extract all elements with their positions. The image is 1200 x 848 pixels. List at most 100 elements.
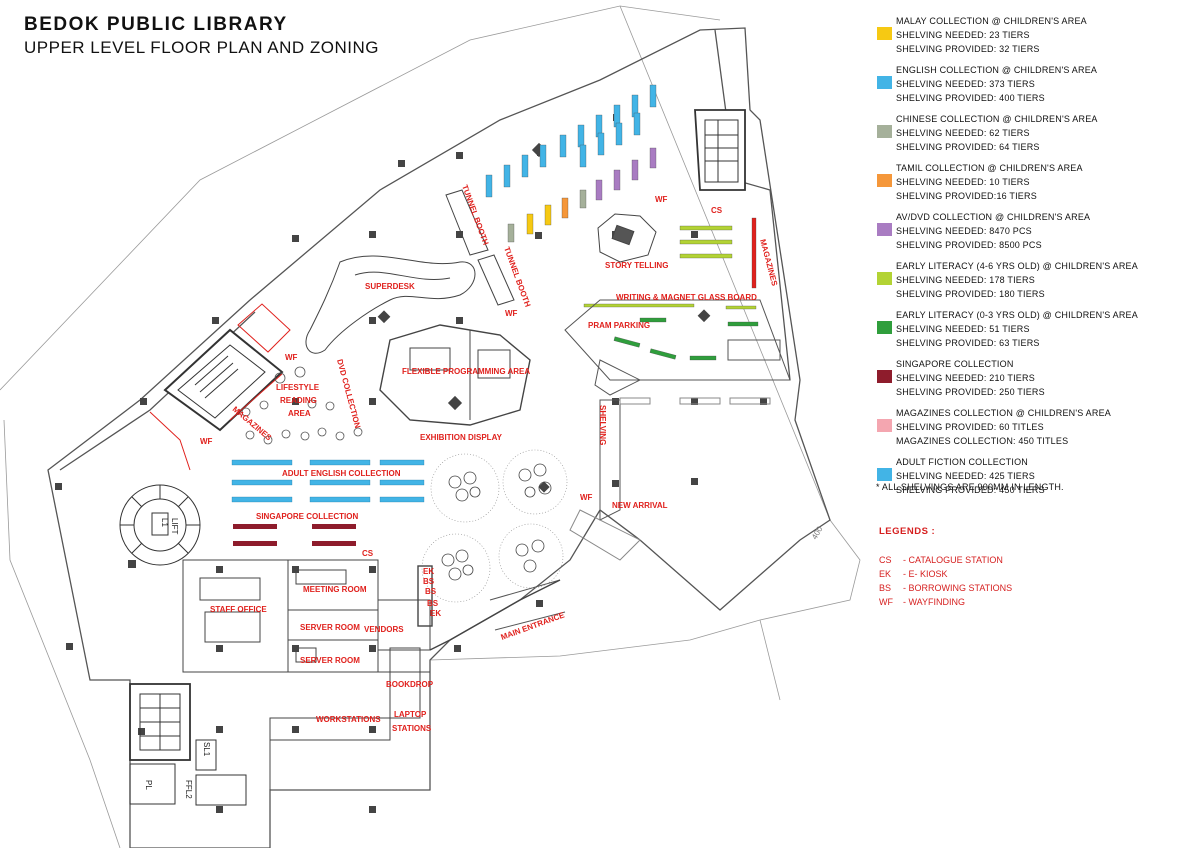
label-grid-mark: 400 xyxy=(810,524,825,541)
label-story-telling: STORY TELLING xyxy=(605,261,668,270)
legend-collection-name: CHINESE COLLECTION @ CHILDREN'S AREA xyxy=(896,114,1098,124)
page-subtitle: UPPER LEVEL FLOOR PLAN AND ZONING xyxy=(24,38,380,57)
label-dvd-collection: DVD COLLECTION xyxy=(335,358,362,429)
abbr-item: CS - CATALOGUE STATION xyxy=(879,555,1003,565)
legend-shelving-count: SHELVING NEEDED: 8470 PCS xyxy=(896,226,1032,236)
legend-item: ENGLISH COLLECTION @ CHILDREN'S AREA SHEL… xyxy=(874,63,1194,105)
legend-swatch xyxy=(877,272,892,285)
legend-swatch xyxy=(877,174,892,187)
legend-item: MALAY COLLECTION @ CHILDREN'S AREA SHELVI… xyxy=(874,14,1194,56)
abbr-desc: - CATALOGUE STATION xyxy=(903,555,1003,565)
legend-shelving-count: SHELVING PROVIDED: 8500 PCS xyxy=(896,240,1042,250)
collection-legend: MALAY COLLECTION @ CHILDREN'S AREA SHELVI… xyxy=(874,14,1194,504)
label-magazines-left: MAGAZINES xyxy=(231,405,274,443)
page-title: BEDOK PUBLIC LIBRARY xyxy=(24,14,288,35)
legend-swatch xyxy=(877,370,892,383)
office-rooms xyxy=(182,559,431,790)
label-laptop-2: STATIONS xyxy=(392,724,432,733)
main-entrance xyxy=(417,565,561,651)
abbr-desc: - BORROWING STATIONS xyxy=(903,583,1013,593)
legend-shelving-count: SHELVING PROVIDED: 60 TITLES xyxy=(896,422,1044,432)
abbr-desc: - WAYFINDING xyxy=(903,597,965,607)
label-tunnel-booth-2: TUNNEL BOOTH xyxy=(502,246,532,309)
label-adult-english: ADULT ENGLISH COLLECTION xyxy=(282,469,401,478)
adult-english-shelves xyxy=(231,459,425,503)
legend-swatch xyxy=(877,419,892,432)
label-rfid: SHELVING xyxy=(598,405,607,445)
legend-shelving-count: SHELVING NEEDED: 425 TIERS xyxy=(896,471,1035,481)
legend-swatch xyxy=(877,27,892,40)
legend-collection-name: MALAY COLLECTION @ CHILDREN'S AREA xyxy=(896,16,1087,26)
label-bookdrop: BOOKDROP xyxy=(386,680,434,689)
label-stair-2: FFL2 xyxy=(184,780,193,799)
legend-collection-name: TAMIL COLLECTION @ CHILDREN'S AREA xyxy=(896,163,1083,173)
label-staff-office: STAFF OFFICE xyxy=(210,605,267,614)
label-meeting-room: MEETING ROOM xyxy=(303,585,367,594)
legend-shelving-count: SHELVING NEEDED: 62 TIERS xyxy=(896,128,1030,138)
label-stair-3: PL xyxy=(144,780,153,790)
legend-shelving-count: SHELVING PROVIDED:16 TIERS xyxy=(896,191,1037,201)
label-vendors: VENDORS xyxy=(364,625,404,634)
plan-labels: SUPERDESK TUNNEL BOOTH TUNNEL BOOTH STOR… xyxy=(144,184,825,800)
stair-core-lower xyxy=(129,683,247,806)
legend-shelving-count: SHELVING NEEDED: 373 TIERS xyxy=(896,79,1035,89)
label-superdesk: SUPERDESK xyxy=(365,282,415,291)
legend-shelving-count: SHELVING NEEDED: 210 TIERS xyxy=(896,373,1035,383)
label-tunnel-booth-1: TUNNEL BOOTH xyxy=(460,184,490,247)
label-lifestyle-1: LIFESTYLE xyxy=(276,383,320,392)
stair-core-upper xyxy=(163,303,291,432)
label-flexible-programming: FLEXIBLE PROGRAMMING AREA xyxy=(402,367,530,376)
label-cs-top: CS xyxy=(711,206,723,215)
legend-collection-name: ADULT FICTION COLLECTION xyxy=(896,457,1028,467)
lifestyle-seating xyxy=(241,366,363,445)
legend-swatch xyxy=(877,125,892,138)
legend-shelving-count: SHELVING PROVIDED: 400 TIERS xyxy=(896,93,1045,103)
legend-collection-name: SINGAPORE COLLECTION xyxy=(896,359,1014,369)
legend-shelving-count: SHELVING PROVIDED: 450 TIERS xyxy=(896,485,1045,495)
exhibition-zone xyxy=(489,397,771,631)
legend-shelving-count: SHELVING NEEDED: 51 TIERS xyxy=(896,324,1030,334)
label-server-room-2: SERVER ROOM xyxy=(300,656,360,665)
abbr-item: BS- BORROWING STATIONS xyxy=(879,583,1012,593)
label-wf-5: WF xyxy=(580,493,593,502)
label-singapore-collection: SINGAPORE COLLECTION xyxy=(256,512,358,521)
legend-shelving-count: SHELVING PROVIDED: 250 TIERS xyxy=(896,387,1045,397)
abbr-desc: - E- KIOSK xyxy=(903,569,948,579)
legend-collection-name: AV/DVD COLLECTION @ CHILDREN'S AREA xyxy=(896,212,1091,222)
abbr-code: CS xyxy=(879,555,892,565)
legend-item: EARLY LITERACY (0-3 YRS OLD) @ CHILDREN'… xyxy=(874,308,1194,350)
floor-plan: SUPERDESK TUNNEL BOOTH TUNNEL BOOTH STOR… xyxy=(0,5,861,848)
legend-shelving-count: SHELVING PROVIDED: 64 TIERS xyxy=(896,142,1040,152)
label-workstations: WORKSTATIONS xyxy=(316,715,381,724)
legend-item: EARLY LITERACY (4-6 YRS OLD) @ CHILDREN'… xyxy=(874,259,1194,301)
label-writing-board: WRITING & MAGNET GLASS BOARD xyxy=(616,293,757,302)
legend-shelving-count: MAGAZINES COLLECTION: 450 TITLES xyxy=(896,436,1069,446)
label-cs-mid: CS xyxy=(362,549,374,558)
label-wf-4: WF xyxy=(200,437,213,446)
label-wf-2: WF xyxy=(505,309,518,318)
tunnel-booths xyxy=(445,189,515,306)
abbr-code: EK xyxy=(879,569,892,579)
legend-swatch xyxy=(877,223,892,236)
legend-swatch xyxy=(877,468,892,481)
legend-shelving-count: SHELVING PROVIDED: 180 TIERS xyxy=(896,289,1045,299)
legend-collection-name: EARLY LITERACY (4-6 YRS OLD) @ CHILDREN'… xyxy=(896,261,1138,271)
label-ek: EK xyxy=(423,567,434,576)
legend-collection-name: ENGLISH COLLECTION @ CHILDREN'S AREA xyxy=(896,65,1098,75)
legend-collection-name: MAGAZINES COLLECTION @ CHILDREN'S AREA xyxy=(896,408,1111,418)
abbr-code: WF xyxy=(879,597,893,607)
legend-shelving-count: SHELVING NEEDED: 10 TIERS xyxy=(896,177,1030,187)
singapore-shelves xyxy=(233,524,356,546)
label-bs-2: BS xyxy=(425,587,437,596)
spiral-stair xyxy=(119,484,201,566)
shelving-note: * ALL SHELVINGS ARE 900MM IN LENGTH. xyxy=(876,482,1064,492)
superdesk xyxy=(305,255,476,354)
legend-swatch xyxy=(877,76,892,89)
abbreviations-title: LEGENDS : xyxy=(879,526,936,537)
stair-core-right xyxy=(694,109,746,191)
label-pram-parking: PRAM PARKING xyxy=(588,321,650,330)
legend-shelving-count: SHELVING PROVIDED: 32 TIERS xyxy=(896,44,1040,54)
label-lifestyle-3: AREA xyxy=(288,409,311,418)
legend-item: ADULT FICTION COLLECTION SHELVING NEEDED:… xyxy=(874,455,1194,497)
legend-item: MAGAZINES COLLECTION @ CHILDREN'S AREA SH… xyxy=(874,406,1194,448)
